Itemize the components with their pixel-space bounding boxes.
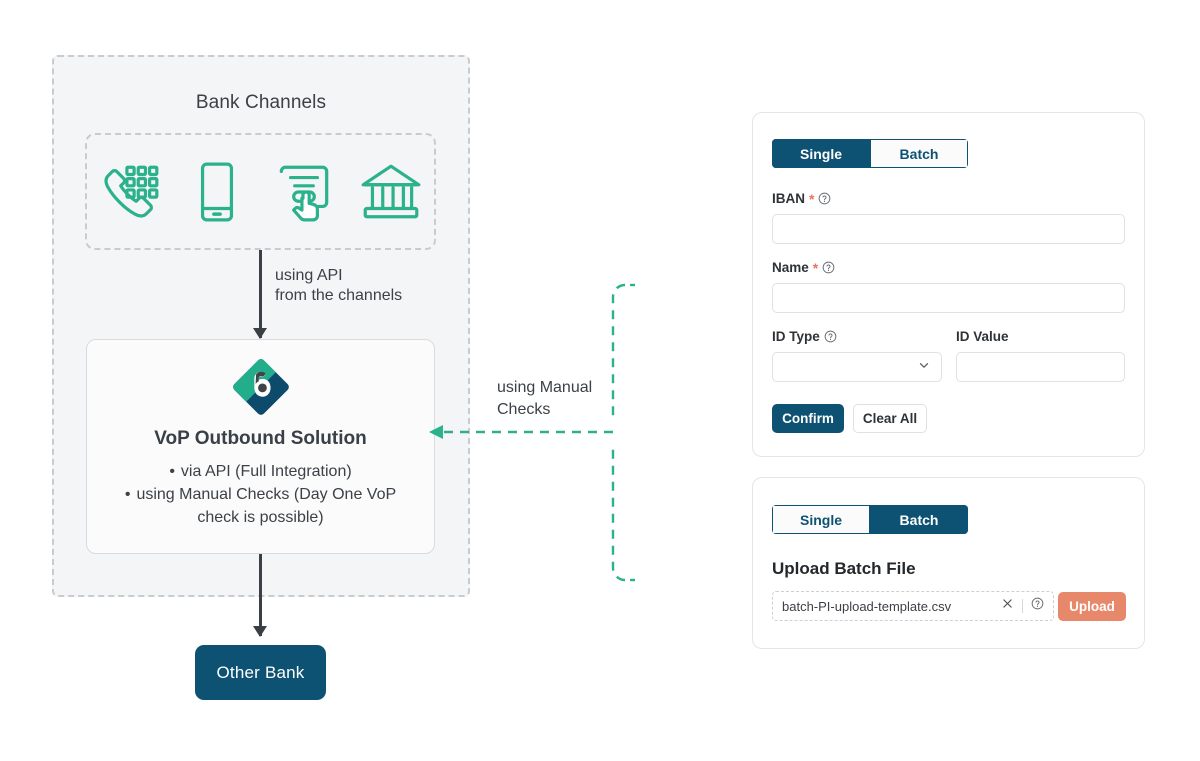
vop-title: VoP Outbound Solution — [154, 428, 367, 449]
id-value-label: ID Value — [956, 329, 1009, 344]
upload-button[interactable]: Upload — [1058, 592, 1126, 621]
close-icon[interactable] — [1001, 597, 1014, 615]
bank-channels-title: Bank Channels — [195, 92, 327, 113]
online-form-click-icon — [271, 159, 337, 225]
confirm-button[interactable]: Confirm — [772, 404, 844, 433]
api-arrow-line — [259, 250, 262, 338]
clear-all-button[interactable]: Clear All — [853, 404, 927, 433]
mobile-phone-icon — [184, 159, 250, 225]
help-icon[interactable] — [822, 261, 835, 274]
id-type-select[interactable] — [772, 352, 942, 382]
name-input[interactable] — [772, 283, 1125, 313]
iban-label: IBAN * — [772, 191, 831, 206]
manual-checks-label: using Manual Checks — [497, 379, 593, 418]
id-type-label-text: ID Type — [772, 329, 820, 344]
phone-keypad-icon — [97, 159, 163, 225]
other-bank-arrow-head — [253, 626, 267, 637]
api-arrow-head — [253, 328, 267, 339]
upload-batch-file-title: Upload Batch File — [772, 559, 916, 578]
id-type-label: ID Type — [772, 329, 837, 344]
vop-outbound-solution-box: VoP Outbound Solution via API (Full Inte… — [86, 339, 435, 554]
selected-file-chip: batch-PI-upload-template.csv — [772, 591, 1054, 621]
api-arrow-label: using API from the channels — [275, 267, 403, 304]
batch-card-tabs: Single Batch — [772, 505, 968, 534]
vop-brand-logo — [87, 358, 434, 416]
tab-batch[interactable]: Batch — [870, 505, 968, 534]
id-value-input[interactable] — [956, 352, 1125, 382]
tab-batch[interactable]: Batch — [870, 139, 968, 168]
vop-bullet: via API (Full Integration) — [109, 460, 412, 483]
iban-label-text: IBAN — [772, 191, 805, 206]
chip-divider — [1022, 599, 1023, 613]
tab-single[interactable]: Single — [772, 139, 870, 168]
help-icon[interactable] — [1031, 597, 1044, 615]
vop-bullet-list: via API (Full Integration) using Manual … — [109, 460, 412, 529]
single-card-tabs: Single Batch — [772, 139, 968, 168]
iban-input[interactable] — [772, 214, 1125, 244]
other-bank-box: Other Bank — [195, 645, 326, 700]
help-icon[interactable] — [818, 192, 831, 205]
manual-checks-connector — [429, 283, 635, 582]
other-bank-arrow-line — [259, 554, 262, 636]
tab-single[interactable]: Single — [772, 505, 870, 534]
chevron-down-icon — [917, 358, 931, 377]
vop-bullet: using Manual Checks (Day One VoP check i… — [109, 483, 412, 529]
help-icon[interactable] — [824, 330, 837, 343]
channels-icon-group — [85, 133, 436, 250]
required-asterisk: * — [809, 190, 815, 207]
name-label: Name * — [772, 260, 835, 275]
bank-building-icon — [358, 159, 424, 225]
id-value-label-text: ID Value — [956, 329, 1009, 344]
required-asterisk: * — [812, 259, 819, 276]
name-label-text: Name — [772, 260, 809, 275]
file-name-text: batch-PI-upload-template.csv — [782, 598, 952, 614]
